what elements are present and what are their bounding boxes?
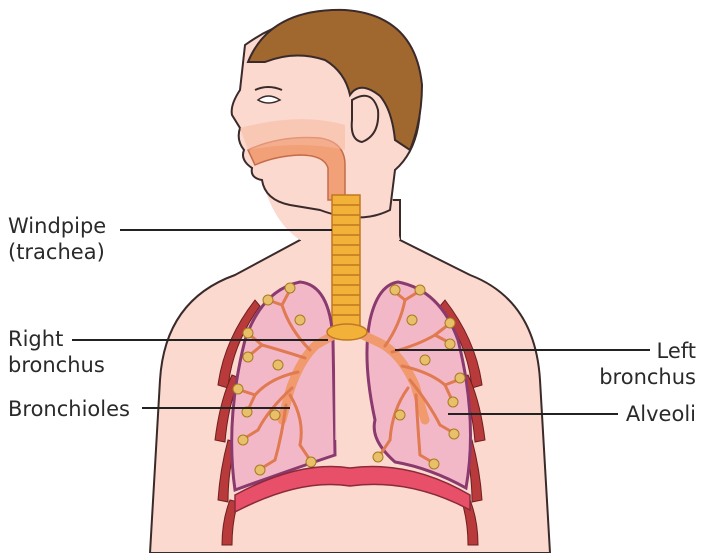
- windpipe-label-line1: Windpipe: [8, 213, 106, 239]
- right-bronchus-label-line2: bronchus: [8, 352, 105, 378]
- bronchioles-label-line1: Bronchioles: [8, 396, 130, 422]
- left-bronchus-label-line1: Left: [599, 338, 696, 364]
- windpipe-label: Windpipe (trachea): [8, 213, 106, 265]
- carina: [327, 324, 367, 340]
- left-bronchus-label-line2: bronchus: [599, 364, 696, 390]
- bronchioles-label: Bronchioles: [8, 396, 130, 422]
- alveoli-label: Alveoli: [626, 401, 696, 427]
- windpipe-label-line2: (trachea): [8, 239, 106, 265]
- left-bronchus-label: Left bronchus: [599, 338, 696, 390]
- right-bronchus-label-line1: Right: [8, 326, 105, 352]
- right-bronchus-label: Right bronchus: [8, 326, 105, 378]
- trachea: [332, 195, 360, 330]
- alveoli-label-line1: Alveoli: [626, 401, 696, 427]
- mediastinum: [335, 350, 362, 440]
